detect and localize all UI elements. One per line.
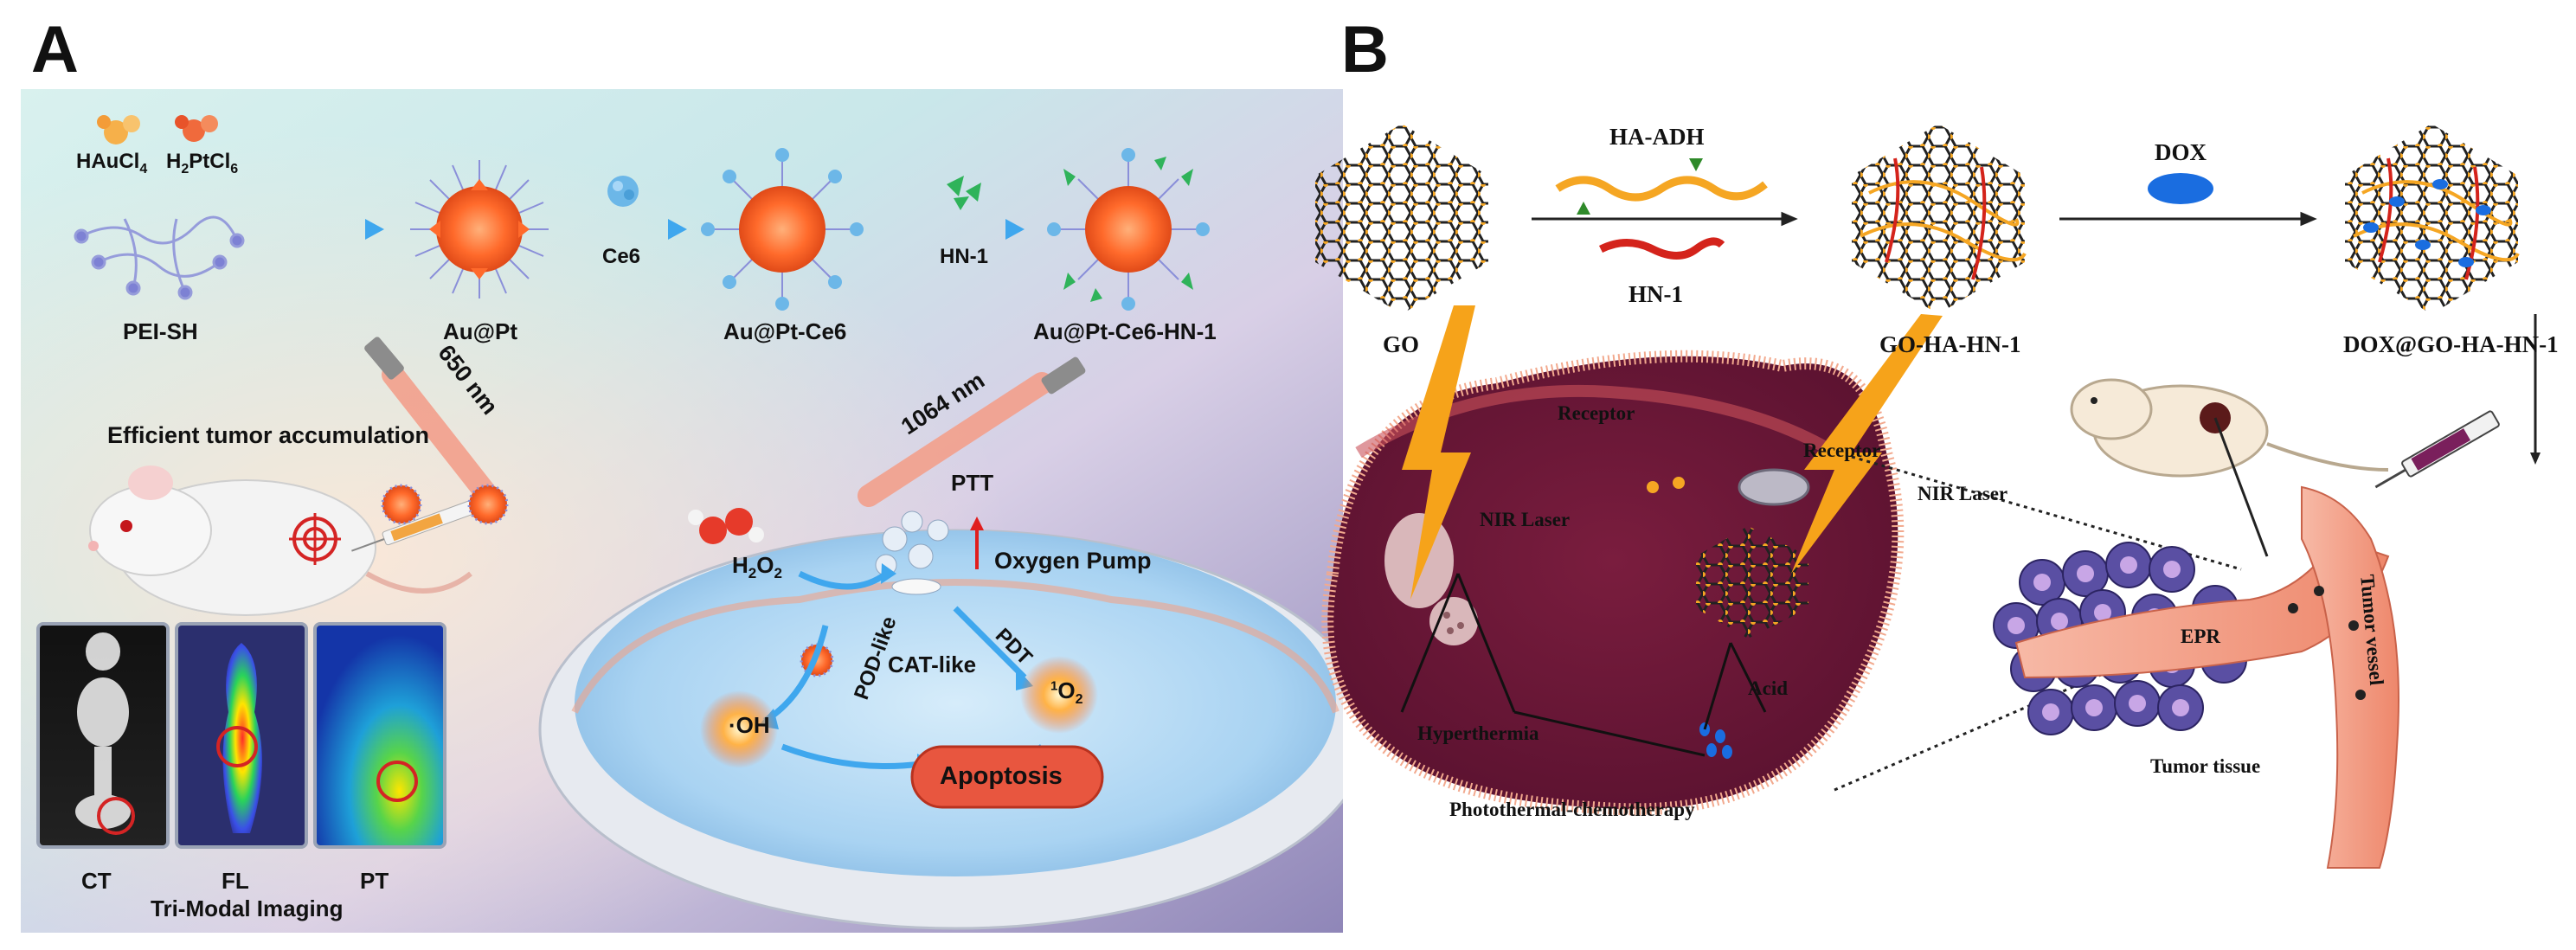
nir-laser-bolt-1 [1402,305,1475,600]
tumor-tissue [1993,485,2399,869]
label-dox-go-ha-hn1: DOX@GO-HA-HN-1 [2343,331,2559,357]
reagent-haucl4: HAuCl4 [76,150,148,177]
ptt-label: PTT [951,470,994,496]
cat-like-label: CAT-like [888,652,977,677]
tumor-basin [538,529,1343,930]
panel-b-letter: B [1341,13,1389,87]
released-dox [1699,722,1732,759]
stage-label-au-pt: Au@Pt [443,318,518,344]
ct-skeleton [75,632,131,829]
apoptosis-label: Apoptosis [940,762,1063,790]
imaging-label-ct: CT [81,868,112,894]
syringe-b [2374,410,2500,489]
stage-label-au-pt-ce6: Au@Pt-Ce6 [723,318,847,344]
hn1-chain [1598,237,1725,260]
mouse-illustration [88,465,499,616]
oh-burst [700,690,778,768]
panel-a-artwork [21,89,1343,933]
hydroxyl-radical-label: ·OH [729,712,770,738]
dox-go-ha-hn1-sheet [2345,124,2520,314]
panel-a-letter: A [31,13,79,87]
reagent-bubbles [97,115,218,144]
label-go-ha-hn1: GO-HA-HN-1 [1879,331,2021,357]
label-receptor-2: Receptor [1803,440,1881,461]
label-receptor-1: Receptor [1558,402,1635,424]
pt-image [313,622,446,849]
panel-a: HAuCl4 H2PtCl6 PEI-SH Au@Pt Au@Pt-Ce6 Au… [21,89,1343,933]
mouse-b [2070,378,2389,557]
go-sheet [1315,124,1488,314]
reagent-h2ptcl6: H2PtCl6 [166,150,239,177]
imaging-label-pt: PT [360,868,389,894]
au-pt-ce6-particle [701,148,864,311]
label-nir-laser-2: NIR Laser [1918,483,2008,504]
cell-graphene [1696,526,1808,639]
label-go: GO [1383,331,1420,357]
stage-label-au-pt-ce6-hn1: Au@Pt-Ce6-HN-1 [1033,318,1217,344]
singlet-oxygen-burst [1020,656,1098,734]
laser-650 [364,337,499,507]
label-epr: EPR [2181,626,2220,647]
ha-adh-chain [1555,176,1768,202]
label-ha-adh: HA-ADH [1609,124,1705,150]
hn1-triangles [947,176,981,210]
dox-ellipse [2148,173,2213,204]
laser-1064 [858,356,1086,507]
accumulation-label: Efficient tumor accumulation [107,422,430,448]
therapy-lines [1400,573,1767,757]
label-nir-laser-1: NIR Laser [1480,509,1571,530]
oxygen-bubbles [875,510,949,595]
au-pt-ce6-hn1-particle [1047,148,1210,311]
go-ha-hn1-sheet [1852,124,2027,314]
label-acid: Acid [1748,677,1788,699]
singlet-oxygen-label: 1O2 [1050,677,1083,708]
au-pt-particle [410,160,549,298]
pei-sh-polymer [74,215,245,300]
synthesis-arrows [270,219,1025,240]
oxygen-pump-label: Oxygen Pump [994,548,1152,574]
label-tumor-tissue: Tumor tissue [2150,755,2261,777]
imaging-label-fl: FL [222,868,249,894]
stage-label-pei-sh: PEI-SH [123,318,198,344]
label-photothermal-chemotherapy: Photothermal-chemotherapy [1449,799,1695,820]
arrow-label-hn1: HN-1 [940,245,989,268]
label-hyperthermia: Hyperthermia [1417,722,1539,744]
apoptosis-pill [910,745,1104,809]
panel-b: GO HN-1 GO-HA-HN-1 DOX@GO-HA-HN-1 HA-ADH… [1298,89,2576,946]
label-hn1: HN-1 [1628,281,1683,307]
label-dox: DOX [2155,139,2207,165]
arrow-label-ce6: Ce6 [602,245,641,268]
imaging-title: Tri-Modal Imaging [151,895,344,921]
ce6-ball [607,176,639,207]
h2o2-label: H2O2 [732,552,782,582]
h2o2-molecule [688,508,764,544]
nir-laser-bolt-2 [1791,314,1943,574]
panel-b-artwork [1315,124,2541,869]
reaction-arrows [1532,211,2317,227]
